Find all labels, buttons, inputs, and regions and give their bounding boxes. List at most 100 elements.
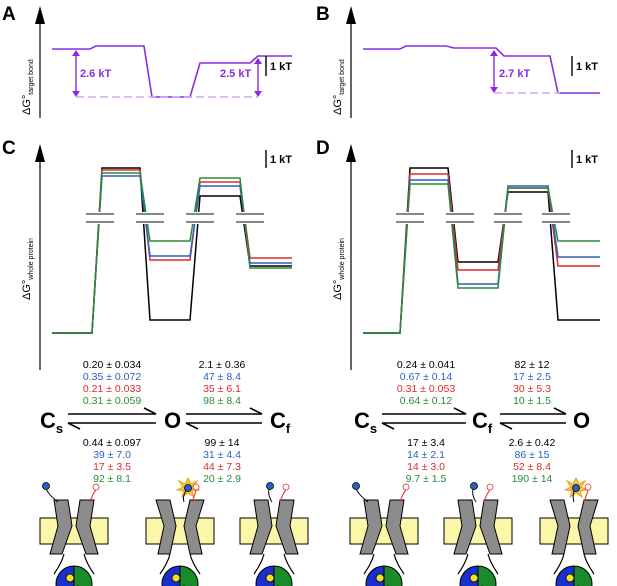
scheme-d-ul-0: 0.24 ± 0.041 bbox=[397, 359, 455, 371]
scheme-d-ll-2: 14 ± 3.0 bbox=[407, 461, 445, 473]
panel-a-scale-label: 1 kT bbox=[270, 61, 292, 73]
panel-b-energy-trace bbox=[363, 45, 600, 94]
svg-text:Cf: Cf bbox=[270, 408, 291, 436]
panel-c-axis-label: ΔG° bbox=[21, 280, 33, 300]
scheme-c-lr-0: 99 ± 14 bbox=[205, 437, 240, 449]
scheme-d-lr-3: 190 ± 14 bbox=[512, 473, 553, 485]
scheme-c-ll-2: 17 ± 3.5 bbox=[93, 461, 131, 473]
scheme-d-ll-0: 17 ± 3.4 bbox=[407, 437, 445, 449]
panel-b-axis-sub: target bond bbox=[339, 59, 346, 95]
scheme-c-ur-1: 47 ± 8.4 bbox=[203, 371, 241, 383]
panel-d-label: D bbox=[316, 138, 330, 159]
scheme-d-ur-1: 17 ± 2.5 bbox=[513, 371, 551, 383]
panel-d-axis-arrow-icon bbox=[346, 144, 356, 162]
panel-b-up-arrow-icon bbox=[490, 50, 498, 56]
panel-a-right-up-arrow-icon bbox=[254, 58, 262, 64]
panel-a-left-up-arrow-icon bbox=[72, 50, 80, 56]
panel-c-scale-label: 1 kT bbox=[270, 154, 292, 166]
panel-a: A ΔG°target bond 2.6 kT 2.5 kT 1 kT bbox=[2, 4, 292, 118]
scheme-c-lr-3: 20 ± 2.9 bbox=[203, 473, 241, 485]
scheme-d-ll-3: 9.7 ± 1.5 bbox=[406, 473, 447, 485]
scheme-c-ur-0: 2.1 ± 0.36 bbox=[199, 359, 246, 371]
cartoon-c-2 bbox=[239, 482, 309, 586]
scheme-d-state-1: C bbox=[472, 408, 488, 433]
scheme-d-state-0-sub: s bbox=[370, 421, 377, 436]
scheme-c-ul-3: 0.31 ± 0.059 bbox=[83, 395, 141, 407]
scheme-d: 0.24 ± 0.041 0.67 ± 0.14 0.31 ± 0.053 0.… bbox=[354, 359, 590, 485]
scheme-c-equilibrium-arrows bbox=[67, 407, 263, 430]
panel-a-left-down-arrow-icon bbox=[72, 91, 80, 97]
scheme-c-state-0-sub: s bbox=[56, 421, 63, 436]
panel-a-left-annotation: 2.6 kT bbox=[80, 68, 111, 80]
panel-d: D ΔG°whole protein 1 kT bbox=[316, 138, 600, 370]
panel-d-scale-label: 1 kT bbox=[576, 154, 598, 166]
panel-b-label: B bbox=[316, 4, 330, 25]
panel-c-trace-green bbox=[52, 172, 292, 334]
panel-b-annotation: 2.7 kT bbox=[499, 68, 530, 80]
panel-c-label: C bbox=[2, 138, 16, 159]
scheme-c-ul-1: 0.35 ± 0.072 bbox=[83, 371, 141, 383]
panel-c-axis-arrow-icon bbox=[35, 144, 45, 162]
svg-text:Cf: Cf bbox=[472, 408, 493, 436]
panel-b-scale-label: 1 kT bbox=[576, 61, 598, 73]
scheme-d-lr-0: 2.6 ± 0.42 bbox=[509, 437, 556, 449]
scheme-c-ul-0: 0.20 ± 0.034 bbox=[83, 359, 141, 371]
scheme-c-ll-1: 39 ± 7.0 bbox=[93, 449, 131, 461]
svg-text:Cs: Cs bbox=[40, 408, 63, 436]
scheme-d-ur-2: 30 ± 5.3 bbox=[513, 383, 551, 395]
panel-d-axis-label: ΔG° bbox=[332, 280, 344, 300]
svg-text:ΔG°whole protein: ΔG°whole protein bbox=[21, 238, 35, 300]
scheme-c-lr-2: 44 ± 7.3 bbox=[203, 461, 241, 473]
scheme-d-state-1-sub: f bbox=[488, 421, 493, 436]
scheme-c-state-1: O bbox=[164, 408, 181, 433]
svg-text:ΔG°target bond: ΔG°target bond bbox=[332, 59, 346, 115]
panel-a-right-annotation: 2.5 kT bbox=[220, 68, 251, 80]
svg-text:O: O bbox=[573, 408, 590, 433]
scheme-c: 0.20 ± 0.034 0.35 ± 0.072 0.21 ± 0.033 0… bbox=[40, 359, 291, 485]
panel-d-axis-sub: whole protein bbox=[339, 238, 346, 281]
scheme-d-ul-3: 0.64 ± 0.12 bbox=[400, 395, 453, 407]
scheme-d-ur-3: 10 ± 1.5 bbox=[513, 395, 551, 407]
panel-c-trace-red bbox=[52, 169, 292, 334]
panel-b-axis-arrow-icon bbox=[346, 6, 356, 24]
scheme-c-ll-0: 0.44 ± 0.097 bbox=[83, 437, 141, 449]
scheme-d-state-2: O bbox=[573, 408, 590, 433]
panel-a-axis-label: ΔG° bbox=[21, 95, 33, 115]
svg-text:ΔG°target bond: ΔG°target bond bbox=[21, 59, 35, 115]
cartoon-d-1 bbox=[443, 482, 513, 586]
panel-a-label: A bbox=[2, 4, 16, 25]
scheme-d-lr-1: 86 ± 15 bbox=[515, 449, 550, 461]
panel-a-right-down-arrow-icon bbox=[254, 91, 262, 97]
panel-d-trace-blue bbox=[363, 179, 600, 334]
panel-d-trace-red bbox=[363, 173, 600, 334]
panel-a-axis-arrow-icon bbox=[35, 6, 45, 24]
scheme-d-ul-2: 0.31 ± 0.053 bbox=[397, 383, 455, 395]
cartoon-d-2 bbox=[539, 477, 609, 586]
panel-d-trace-black bbox=[363, 167, 600, 334]
panel-c-trace-blue bbox=[52, 175, 292, 334]
panel-b-down-arrow-icon bbox=[490, 87, 498, 93]
scheme-d-state-0: C bbox=[354, 408, 370, 433]
scheme-c-state-2: C bbox=[270, 408, 286, 433]
scheme-c-ur-3: 98 ± 8.4 bbox=[203, 395, 241, 407]
panel-c: C ΔG°whole protein 1 kT bbox=[2, 138, 292, 370]
panel-a-energy-trace bbox=[52, 45, 292, 98]
panel-d-trace-green bbox=[363, 183, 600, 334]
panel-b: B ΔG°target bond 2.7 kT 1 kT bbox=[316, 4, 600, 118]
scheme-c-state-2-sub: f bbox=[286, 421, 291, 436]
scheme-c-ur-2: 35 ± 6.1 bbox=[203, 383, 241, 395]
scheme-d-ur-0: 82 ± 12 bbox=[515, 359, 550, 371]
cartoon-c-0 bbox=[39, 482, 109, 586]
svg-text:O: O bbox=[164, 408, 181, 433]
panel-c-axis-breaks bbox=[86, 212, 264, 224]
scheme-c-state-0: C bbox=[40, 408, 56, 433]
svg-text:ΔG°whole protein: ΔG°whole protein bbox=[332, 238, 346, 300]
scheme-c-lr-1: 31 ± 4.4 bbox=[203, 449, 241, 461]
cartoon-c-1 bbox=[145, 477, 215, 586]
scheme-d-equilibrium-arrows bbox=[381, 407, 567, 430]
panel-d-axis-breaks bbox=[396, 212, 570, 224]
panel-c-axis-sub: whole protein bbox=[28, 238, 35, 281]
cartoon-d-0 bbox=[349, 482, 419, 586]
svg-text:Cs: Cs bbox=[354, 408, 377, 436]
